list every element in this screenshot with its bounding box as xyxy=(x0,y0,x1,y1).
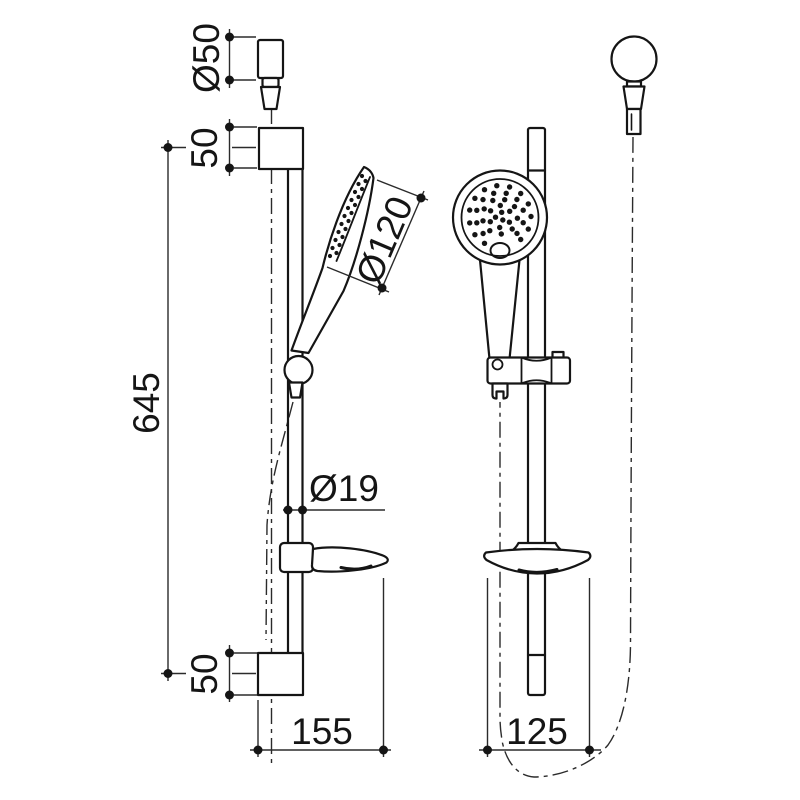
bottom-mounting-bracket xyxy=(256,651,305,697)
dim-label-rail-length: 645 xyxy=(126,372,167,434)
spray-mode-button xyxy=(489,242,511,259)
dim-bottom-bracket: 50 xyxy=(184,645,257,702)
centerlines xyxy=(265,108,634,778)
dim-label-soap-dish-width: 125 xyxy=(506,711,568,752)
dim-depth: 155 xyxy=(250,578,391,757)
hose-centerline-side xyxy=(265,401,294,641)
dim-rail-length: 645 xyxy=(126,140,256,681)
dim-rail-diameter: Ø19 xyxy=(283,468,385,515)
wall-outlet-elbow-side xyxy=(256,38,285,111)
soap-dish-side xyxy=(278,541,389,574)
handset-side xyxy=(283,165,375,399)
dim-outlet-diameter: Ø50 xyxy=(186,23,256,93)
slider-holder-front xyxy=(486,350,572,400)
dim-label-outlet-diameter: Ø50 xyxy=(186,23,227,93)
hose-centerline-front xyxy=(499,136,634,778)
dim-label-rail-diameter: Ø19 xyxy=(309,468,379,509)
front-view xyxy=(451,35,658,697)
spray-face-rim xyxy=(335,176,371,262)
handset-swivel-nut xyxy=(283,354,314,386)
holder-pivot xyxy=(491,358,504,371)
top-mounting-bracket xyxy=(257,126,305,171)
hose-connector-front xyxy=(491,382,509,400)
spray-face-front xyxy=(460,178,540,257)
side-view xyxy=(256,38,389,697)
handset-head-front xyxy=(451,169,549,266)
dim-label-top-bracket: 50 xyxy=(184,127,225,168)
front-spray-dots xyxy=(467,183,534,246)
dish-holder-side xyxy=(278,541,315,574)
dim-label-bottom-bracket: 50 xyxy=(184,653,225,694)
hose-connector-side xyxy=(287,381,304,399)
side-spray-dots xyxy=(327,173,368,259)
dim-label-depth: 155 xyxy=(291,711,353,752)
dimensions: Ø50 50 645 Ø120 Ø19 xyxy=(126,23,601,757)
soap-dish-front xyxy=(483,541,592,575)
wall-outlet-elbow-front xyxy=(610,35,658,136)
dim-top-bracket: 50 xyxy=(184,119,257,176)
handset-handle-front xyxy=(478,258,521,361)
head-outer-ring xyxy=(451,169,549,266)
dim-soap-dish-width: 125 xyxy=(479,578,601,757)
